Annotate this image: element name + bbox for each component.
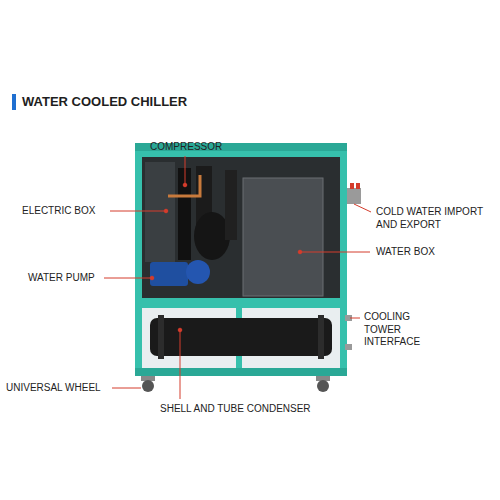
leader-dot: [150, 276, 154, 280]
condenser-flange: [318, 315, 324, 359]
cabinet-base: [135, 368, 347, 376]
pipe: [225, 170, 237, 240]
valve-knob: [356, 183, 360, 189]
leader-dot: [183, 183, 187, 187]
leader-line: [185, 156, 186, 185]
valve: [347, 188, 361, 204]
leader-dot: [298, 250, 302, 254]
leader-line: [104, 278, 152, 279]
water-box: [243, 178, 323, 296]
lower-compartment: [142, 308, 340, 368]
leader-dot: [164, 209, 168, 213]
upper-compartment: [142, 157, 340, 298]
part-label: WATER BOX: [376, 246, 486, 259]
leader-line: [300, 252, 370, 253]
part-label: COMPRESSOR: [150, 141, 260, 154]
condenser-flange: [158, 315, 164, 359]
wheel: [142, 380, 154, 392]
cabinet-frame: [135, 143, 347, 376]
part-label: COLD WATER IMPORT AND EXPORT: [376, 206, 494, 231]
pump-motor: [150, 262, 188, 286]
copper-pipe: [168, 175, 200, 196]
wheel: [317, 380, 329, 392]
valve-knob: [350, 183, 354, 189]
leader-line: [110, 211, 166, 212]
part-label: COOLING TOWER INTERFACE: [364, 311, 438, 349]
compressor-body: [194, 212, 230, 260]
part-label: SHELL AND TUBE CONDENSER: [160, 403, 360, 416]
leader-line: [112, 388, 141, 389]
frame-beam: [140, 298, 344, 308]
leader-line: [354, 204, 371, 212]
leader-dot: [178, 328, 182, 332]
title-bar: [12, 94, 16, 110]
part-label: WATER PUMP: [28, 272, 102, 285]
leader-line: [180, 330, 181, 399]
pump-head: [186, 260, 210, 284]
condenser-shell: [150, 318, 332, 356]
electric-box: [145, 162, 175, 262]
part-label: ELECTRIC BOX: [22, 205, 108, 218]
leader-line: [350, 318, 360, 319]
pipe-stub: [345, 344, 352, 350]
part-label: UNIVERSAL WHEEL: [6, 382, 110, 395]
diagram-title: WATER COOLED CHILLER: [22, 94, 187, 109]
